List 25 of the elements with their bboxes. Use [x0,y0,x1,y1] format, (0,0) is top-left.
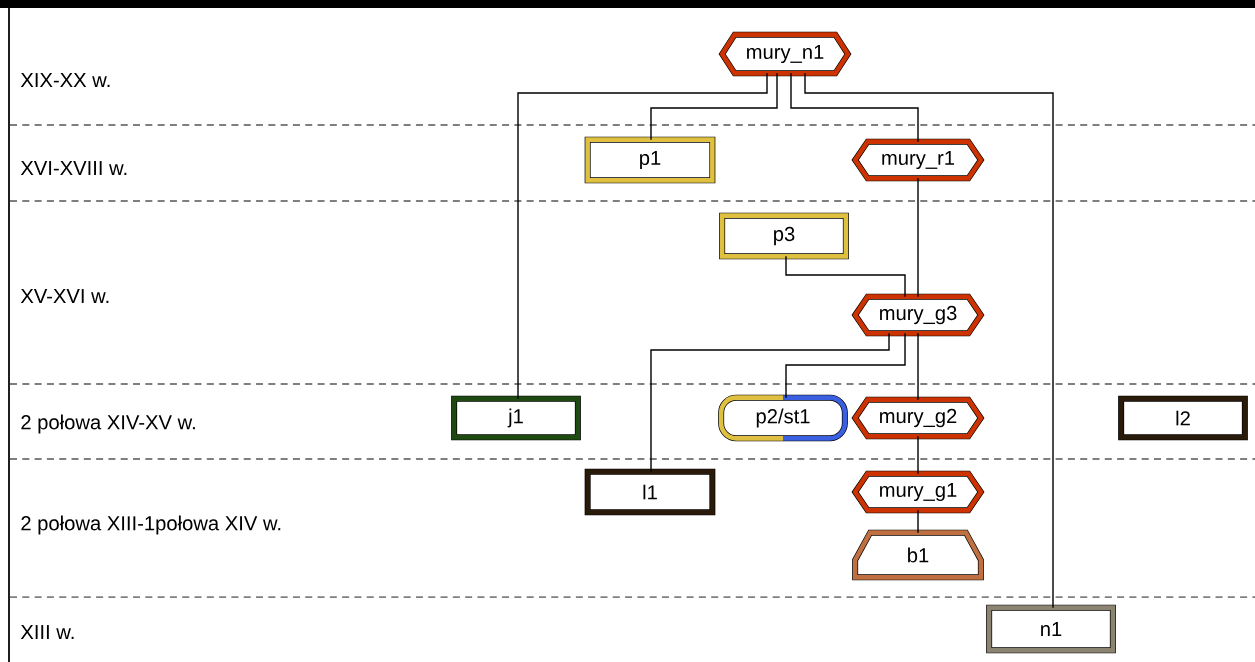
process-box: j1 [451,395,581,441]
connector-line [790,72,919,143]
process-box: p1 [584,136,716,184]
connector-line [785,332,906,399]
connector-line [785,255,906,298]
process-box: l2 [1118,395,1248,441]
connector-line [917,332,919,401]
process-box: l1 [584,468,716,516]
trapezoid-node: b1 [852,529,984,581]
connector-line [804,72,1054,609]
process-box: n1 [986,604,1116,654]
connector-line [917,435,919,475]
connector-line [917,509,919,534]
period-label: XIII w. [20,625,74,639]
period-label: XV-XVI w. [20,289,109,303]
rounded-box: p2/st1 [718,394,848,442]
period-label: 2 połowa XIII-1połowa XIV w. [21,515,281,535]
connector-line [917,177,919,298]
connector-line [650,332,890,473]
period-label: XIX-XX w. [20,73,110,87]
connector-line [650,72,778,141]
period-label: 2 połowa XIV-XV w. [21,414,195,434]
process-box: p3 [719,212,849,260]
period-label: XVI-XVIII w. [20,161,127,175]
connector-line [517,72,768,400]
